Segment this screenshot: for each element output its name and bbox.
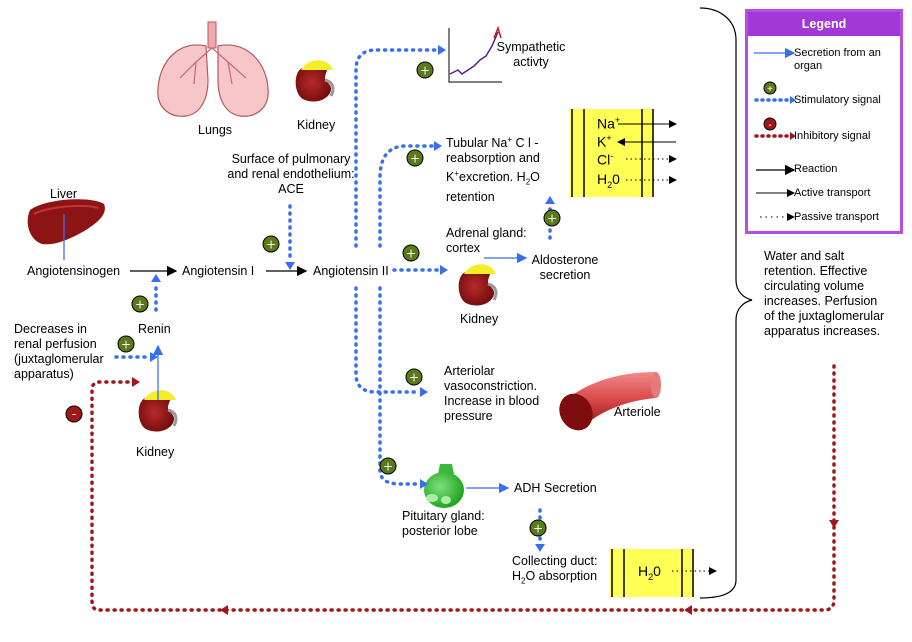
angiotensin2-label: Angiotensin II (313, 264, 389, 278)
plus-badge-sympathetic: + (416, 61, 434, 79)
plus-badge-arteriolar: + (405, 368, 423, 386)
stimulatory-arrows (114, 48, 552, 546)
duct-h2o-label: H20 (638, 563, 661, 582)
adrenal-label: Adrenal gland: cortex (446, 226, 527, 255)
svg-text:-: - (768, 120, 771, 131)
inhibitory-arrowheads (132, 377, 839, 615)
plus-badge-adh: + (529, 519, 547, 537)
plus-badge-pituitary: + (379, 457, 397, 475)
legend-active-transport: Active transport (794, 187, 871, 199)
svg-text:+: + (121, 338, 131, 352)
svg-text:+: + (409, 371, 419, 385)
kidney-icon-mid (457, 262, 498, 308)
svg-text:-: - (72, 407, 76, 421)
svg-text:+: + (767, 84, 773, 95)
svg-text:+: + (410, 152, 420, 166)
h2o-ion-label: H20 (597, 171, 620, 190)
legend: Legend + - Secretion from an organ Stimu… (745, 9, 903, 234)
sympathetic-chart-icon (448, 25, 502, 83)
svg-text:+: + (547, 212, 557, 226)
water-salt-label: Water and salt retention. Effective circ… (764, 249, 885, 338)
secretion-arrows (63, 214, 528, 494)
legend-passive-transport: Passive transport (794, 211, 879, 223)
decreases-perfusion-label: Decreases in renal perfusion (juxtaglome… (14, 322, 104, 381)
sympathetic-label: Sympathetic activty (496, 40, 566, 69)
plus-badge-tubular: + (406, 149, 424, 167)
lungs-icon (157, 21, 269, 117)
kidney-left-label: Kidney (136, 445, 175, 459)
svg-text:+: + (383, 460, 393, 474)
svg-text:+: + (266, 238, 276, 252)
na-ion-label: Na+ (597, 115, 621, 132)
liver-label: Liver (50, 187, 78, 201)
tubular-label: Tubular Na+ C l - reabsorption and K+exc… (446, 135, 540, 204)
plus-badge-ace: + (262, 235, 280, 253)
svg-text:+: + (135, 298, 145, 312)
inhibitory-loop (90, 364, 836, 612)
legend-stimulatory: Stimulatory signal (794, 94, 881, 106)
pituitary-icon (424, 464, 464, 508)
arteriole-label: Arteriole (614, 405, 661, 419)
legend-secretion: Secretion from an organ (794, 47, 881, 72)
lungs-label: Lungs (198, 123, 233, 137)
collecting-duct-box (610, 549, 717, 597)
angiotensinogen-label: Angiotensinogen (27, 264, 121, 278)
kidney-mid-label: Kidney (460, 312, 499, 326)
renin-label: Renin (138, 322, 171, 336)
minus-badge-loop: - (65, 405, 83, 423)
plus-badge-adrenal: + (402, 244, 420, 262)
svg-text:+: + (420, 64, 430, 78)
plus-badge-aldosterone: + (543, 209, 561, 227)
plus-badge-perfusion: + (117, 335, 135, 353)
k-ion-label: K+ (597, 133, 612, 150)
liver-icon (27, 199, 105, 245)
plus-badge-renin: + (131, 295, 149, 313)
kidney-top-label: Kidney (297, 118, 336, 132)
svg-text:+: + (406, 247, 416, 261)
legend-inhibitory: Inhibitory signal (794, 130, 871, 142)
angiotensin1-label: Angiotensin I (182, 264, 255, 278)
legend-title: Legend (748, 12, 900, 36)
pituitary-label: Pituitary gland: posterior lobe (402, 509, 485, 538)
kidney-icon-top (294, 58, 335, 104)
stimulatory-arrowheads (150, 45, 555, 552)
adh-label: ADH Secretion (514, 481, 597, 495)
svg-text:+: + (533, 522, 543, 536)
arteriolar-label: Arteriolar vasoconstriction. Increase in… (444, 364, 540, 423)
tubular-membrane-box (570, 109, 677, 197)
aldosterone-label: Aldosterone secretion (531, 253, 599, 282)
cl-ion-label: Cl- (597, 151, 614, 168)
ace-label: Surface of pulmonary and renal endotheli… (227, 152, 355, 196)
legend-reaction: Reaction (794, 163, 838, 175)
arteriole-icon (559, 372, 661, 431)
collecting-duct-label: Collecting duct: H2O absorption (512, 554, 598, 586)
legend-keys: + - (754, 47, 796, 221)
feedback-brace (699, 7, 753, 599)
